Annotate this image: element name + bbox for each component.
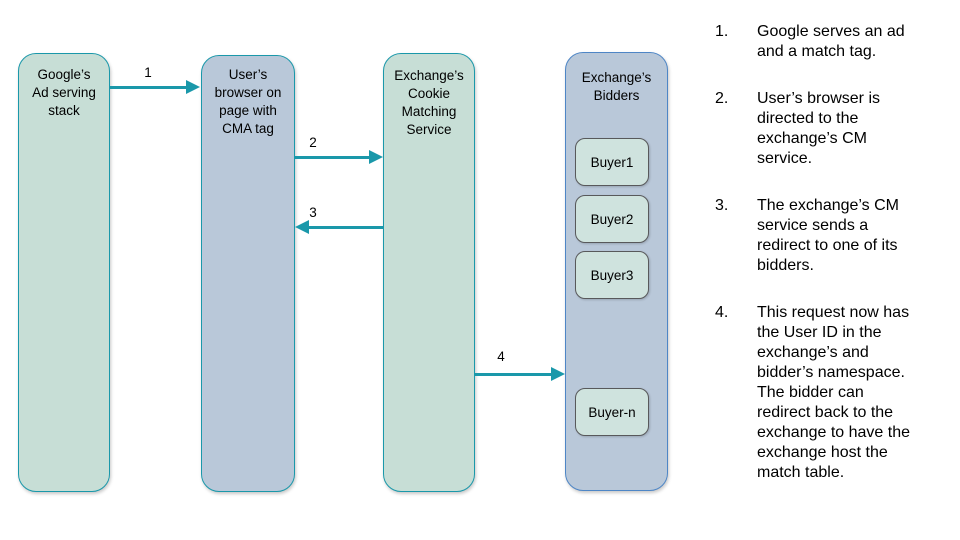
buyer-2-label: Buyer2 bbox=[590, 211, 634, 227]
node-cms-label: Exchange’s Cookie Matching Service bbox=[394, 68, 464, 137]
node-browser-label: User’s browser on page with CMA tag bbox=[214, 67, 282, 136]
node-google-label: Google’s Ad serving stack bbox=[32, 67, 96, 118]
buyer-1-box: Buyer1 bbox=[575, 138, 649, 186]
arrow-1-google-to-browser bbox=[110, 80, 200, 94]
buyer-1-label: Buyer1 bbox=[590, 154, 634, 170]
buyer-2-box: Buyer2 bbox=[575, 195, 649, 243]
buyer-3-box: Buyer3 bbox=[575, 251, 649, 299]
node-exchange-cookie-matching-service: Exchange’s Cookie Matching Service bbox=[383, 53, 475, 492]
node-exchange-bidders: Exchange’s Bidders Buyer1 Buyer2 Buyer3 … bbox=[565, 52, 668, 491]
arrow-3-cms-to-browser bbox=[295, 220, 383, 234]
step-text: This request now has the User ID in the … bbox=[757, 304, 911, 481]
step-item-1: 1. Google serves an ad and a match tag. bbox=[715, 22, 950, 62]
arrow-shaft bbox=[475, 372, 552, 376]
arrow-4-label: 4 bbox=[497, 349, 505, 364]
arrow-shaft bbox=[110, 85, 187, 89]
arrow-1-label: 1 bbox=[144, 65, 152, 80]
buyer-3-label: Buyer3 bbox=[590, 267, 634, 283]
step-text: The exchange’s CM service sends a redire… bbox=[757, 197, 899, 274]
arrow-shaft bbox=[295, 155, 370, 159]
arrow-3-label: 3 bbox=[309, 205, 317, 220]
step-number: 1. bbox=[715, 23, 729, 40]
step-list: 1. Google serves an ad and a match tag. … bbox=[715, 22, 950, 510]
step-item-4: 4. This request now has the User ID in t… bbox=[715, 303, 950, 483]
arrow-head-icon bbox=[295, 220, 309, 234]
node-google-ad-serving-stack: Google’s Ad serving stack bbox=[18, 53, 110, 492]
arrow-head-icon bbox=[369, 150, 383, 164]
arrow-head-icon bbox=[551, 367, 565, 381]
arrow-shaft bbox=[308, 225, 383, 229]
buyer-n-box: Buyer-n bbox=[575, 388, 649, 436]
step-number: 2. bbox=[715, 90, 729, 107]
arrow-2-browser-to-cms bbox=[295, 150, 383, 164]
step-number: 3. bbox=[715, 197, 729, 214]
node-users-browser: User’s browser on page with CMA tag bbox=[201, 55, 295, 492]
buyer-n-label: Buyer-n bbox=[588, 404, 636, 420]
step-item-2: 2. User’s browser is directed to the exc… bbox=[715, 89, 950, 169]
node-bidders-label: Exchange’s Bidders bbox=[581, 70, 652, 103]
step-text: Google serves an ad and a match tag. bbox=[757, 23, 905, 60]
step-item-3: 3. The exchange’s CM service sends a red… bbox=[715, 196, 950, 276]
arrow-2-label: 2 bbox=[309, 135, 317, 150]
step-text: User’s browser is directed to the exchan… bbox=[757, 90, 880, 167]
arrow-4-cms-to-bidders bbox=[475, 367, 565, 381]
step-number: 4. bbox=[715, 304, 729, 321]
arrow-head-icon bbox=[186, 80, 200, 94]
